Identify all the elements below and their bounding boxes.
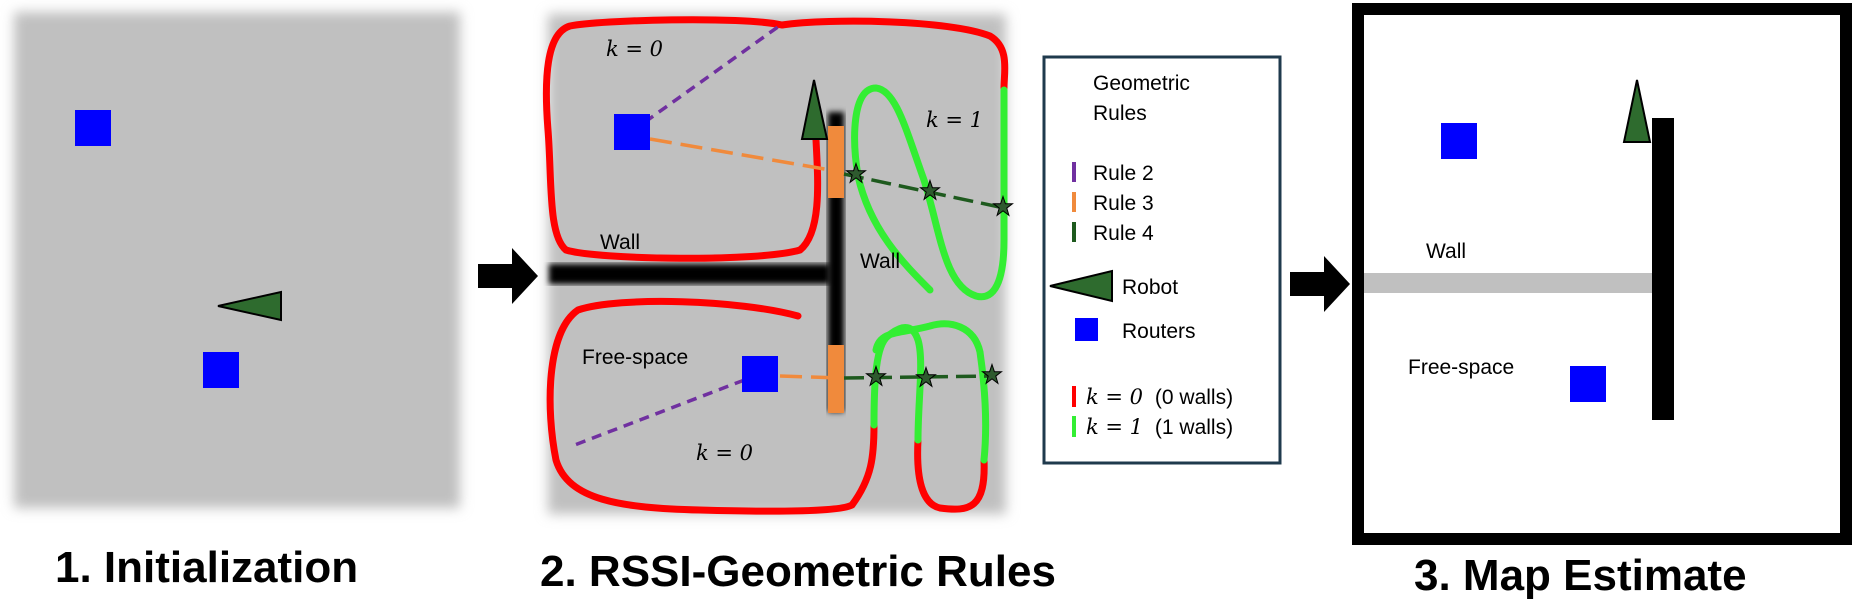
legend-item-rule-3: Rule 3 (1093, 192, 1154, 215)
k0-top-label: k = 0 (606, 37, 663, 61)
wall-label: Wall (1426, 240, 1466, 263)
legend-title: Geometric (1093, 72, 1190, 95)
legend-box (1042, 55, 1282, 465)
robot-icon (800, 79, 829, 140)
wall (549, 264, 830, 284)
star-icon (845, 161, 867, 184)
arrow-icon (1290, 256, 1350, 312)
k1-region-boundary (872, 320, 990, 464)
panel-title: 1. Initialization (55, 543, 358, 592)
rule-3-line (779, 374, 843, 380)
legend-routers-label: Routers (1122, 320, 1196, 343)
star-icon (919, 178, 941, 201)
estimated-wall (1364, 273, 1652, 293)
robot-icon (217, 290, 282, 322)
star-icon (992, 194, 1014, 217)
robot-icon (1622, 79, 1652, 143)
router-icon (614, 114, 650, 150)
k0-region-boundary (542, 16, 822, 262)
wall-label: Wall (600, 231, 640, 254)
router-icon (75, 110, 111, 146)
k0-region-boundary (914, 436, 988, 513)
legend-item-rule-2: Rule 2 (1093, 162, 1154, 185)
wall-label: Wall (860, 250, 900, 273)
free-space-label: Free-space (582, 346, 688, 369)
router-icon (1075, 318, 1098, 341)
arrow-icon (478, 248, 538, 304)
legend-k0: k = 0 (0 walls) (1086, 385, 1233, 409)
k1-top-label: k = 1 (926, 108, 983, 132)
rule-3-line (649, 137, 843, 174)
panel-rssi-geometric-rules: k = 0 k = 1 k = 0 Wall Wall Free-space 2… (540, 14, 1056, 596)
legend-robot-label: Robot (1122, 276, 1178, 299)
k0-bottom-label: k = 0 (696, 441, 753, 465)
k0-region-boundary (778, 17, 1009, 92)
free-space-label: Free-space (1408, 356, 1514, 379)
k0-region-boundary (546, 297, 878, 515)
panel-title: 2. RSSI-Geometric Rules (540, 547, 1056, 596)
star-icon (865, 364, 887, 387)
star-icon (981, 362, 1003, 385)
legend-item-rule-4: Rule 4 (1093, 222, 1154, 245)
panel-map-estimate: Wall Free-space 3. Map Estimate (1352, 3, 1852, 600)
rule-3-segment (828, 126, 844, 198)
rule-3-segment (828, 345, 844, 413)
rule-4-line (843, 374, 993, 380)
router-icon (1570, 366, 1606, 402)
estimated-wall (1652, 118, 1674, 420)
panel-title: 3. Map Estimate (1414, 551, 1747, 600)
legend-k1: k = 1 (1 walls) (1086, 415, 1233, 439)
k1-region-boundary (851, 84, 1008, 301)
legend: Geometric Rules Rule 2 Rule 3 Rule 4 Rob… (1042, 55, 1282, 465)
rule-2-line (643, 22, 784, 124)
robot-icon (1049, 269, 1113, 303)
star-icon (915, 365, 937, 388)
panel-initialization: 1. Initialization (14, 12, 460, 592)
legend-title: Rules (1093, 102, 1147, 125)
router-icon (742, 356, 778, 392)
router-icon (1441, 123, 1477, 159)
gray-area (14, 12, 460, 508)
router-icon (203, 352, 239, 388)
